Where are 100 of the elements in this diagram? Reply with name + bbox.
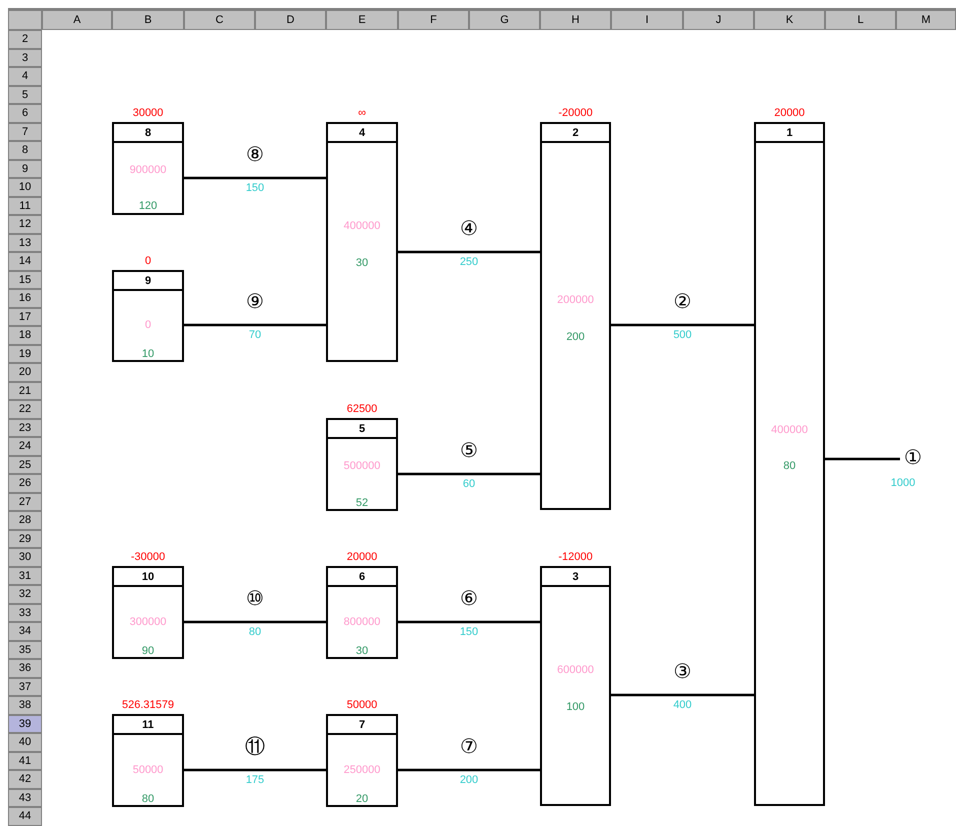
- rate-value: 10: [140, 348, 156, 360]
- box-number: 11: [114, 716, 182, 735]
- column-header: L: [825, 10, 896, 30]
- row-header: 30: [8, 548, 42, 566]
- circled-number: ⑪: [244, 735, 266, 759]
- box-number: 2: [542, 124, 609, 143]
- rate-value: 30: [354, 645, 370, 657]
- row-header: 4: [8, 67, 42, 86]
- connector-line: [184, 768, 326, 772]
- column-header: J: [683, 10, 754, 30]
- flow-value: 80: [248, 626, 262, 639]
- tank-box: [540, 566, 611, 806]
- circled-number: ③: [672, 660, 692, 684]
- row-header: 18: [8, 326, 42, 344]
- rate-value: 120: [138, 200, 158, 212]
- rate-value: 100: [565, 701, 586, 713]
- row-header: 2: [8, 30, 42, 48]
- flow-value: 400: [672, 699, 693, 712]
- row-header: 36: [8, 659, 42, 678]
- row-header: 6: [8, 104, 42, 122]
- box-number: 9: [114, 272, 182, 291]
- box-number: 1: [756, 124, 823, 143]
- tank-box: [112, 270, 184, 362]
- row-header: 12: [8, 215, 42, 234]
- circled-number: ②: [672, 290, 692, 314]
- tank-box: [326, 714, 398, 807]
- flow-value: 1000: [890, 477, 916, 490]
- row-header: 17: [8, 308, 42, 326]
- rate-value: 20: [354, 793, 370, 805]
- circled-number: ⑥: [459, 587, 479, 611]
- column-header: K: [754, 10, 825, 30]
- column-header: A: [42, 10, 112, 30]
- volume-value: 400000: [770, 424, 809, 436]
- volume-value: 600000: [556, 664, 595, 676]
- volume-value: 0: [144, 319, 152, 331]
- connector-line: [184, 620, 326, 624]
- rate-value: 90: [140, 645, 156, 657]
- row-header: 15: [8, 270, 42, 289]
- connector-line: [611, 324, 754, 326]
- value-label: -30000: [130, 551, 166, 564]
- row-header: 39: [8, 714, 42, 733]
- volume-value: 250000: [342, 764, 382, 776]
- row-header: 35: [8, 640, 42, 659]
- value-label: 50000: [346, 699, 378, 712]
- box-number: 10: [114, 568, 182, 587]
- tank-box: [754, 122, 825, 806]
- flow-value: 500: [672, 329, 693, 342]
- column-header: E: [326, 10, 398, 30]
- column-header: C: [184, 10, 255, 30]
- volume-value: 500000: [342, 460, 382, 472]
- box-number: 6: [328, 568, 396, 587]
- row-header: 16: [8, 289, 42, 308]
- rate-value: 200: [565, 331, 586, 343]
- rate-value: 30: [354, 257, 370, 269]
- row-header: 24: [8, 437, 42, 456]
- flow-value: 150: [244, 182, 266, 195]
- circled-number: ⑨: [245, 290, 265, 314]
- connector-line: [825, 458, 900, 460]
- row-header: 29: [8, 530, 42, 548]
- value-label: -12000: [557, 551, 594, 564]
- circled-number: ①: [900, 446, 926, 470]
- row-header: 21: [8, 382, 42, 400]
- row-header: 25: [8, 456, 42, 474]
- value-label: 20000: [773, 107, 806, 120]
- rate-value: 52: [354, 497, 370, 509]
- row-header: 9: [8, 160, 42, 178]
- column-header: I: [611, 10, 683, 30]
- row-header: 8: [8, 141, 42, 160]
- row-header: 11: [8, 196, 42, 215]
- flow-value: 150: [458, 626, 480, 639]
- value-label: ∞: [357, 107, 367, 120]
- volume-value: 400000: [342, 220, 382, 232]
- row-header: 23: [8, 418, 42, 437]
- connector-line: [398, 250, 540, 254]
- connector-line: [184, 324, 326, 326]
- volume-value: 300000: [128, 616, 168, 628]
- row-header: 10: [8, 178, 42, 196]
- row-header: 33: [8, 604, 42, 622]
- row-header: 26: [8, 474, 42, 492]
- tank-box: [326, 566, 398, 659]
- row-header: 37: [8, 678, 42, 696]
- row-header: 14: [8, 252, 42, 270]
- row-header: 27: [8, 492, 42, 511]
- flow-value: 175: [244, 774, 266, 787]
- row-header: 42: [8, 770, 42, 788]
- row-header: 44: [8, 807, 42, 826]
- tank-box: [112, 566, 184, 659]
- box-number: 4: [328, 124, 396, 143]
- box-number: 3: [542, 568, 609, 587]
- row-header: 13: [8, 234, 42, 252]
- column-header: F: [398, 10, 469, 30]
- row-header: 40: [8, 733, 42, 752]
- connector-line: [398, 620, 540, 624]
- value-label: 526.31579: [121, 699, 175, 712]
- column-header: M: [896, 10, 956, 30]
- volume-value: 200000: [556, 294, 595, 306]
- flow-value: 250: [458, 256, 480, 269]
- row-header: 19: [8, 344, 42, 363]
- connector-line: [398, 472, 540, 476]
- circled-number: ⑩: [245, 587, 265, 611]
